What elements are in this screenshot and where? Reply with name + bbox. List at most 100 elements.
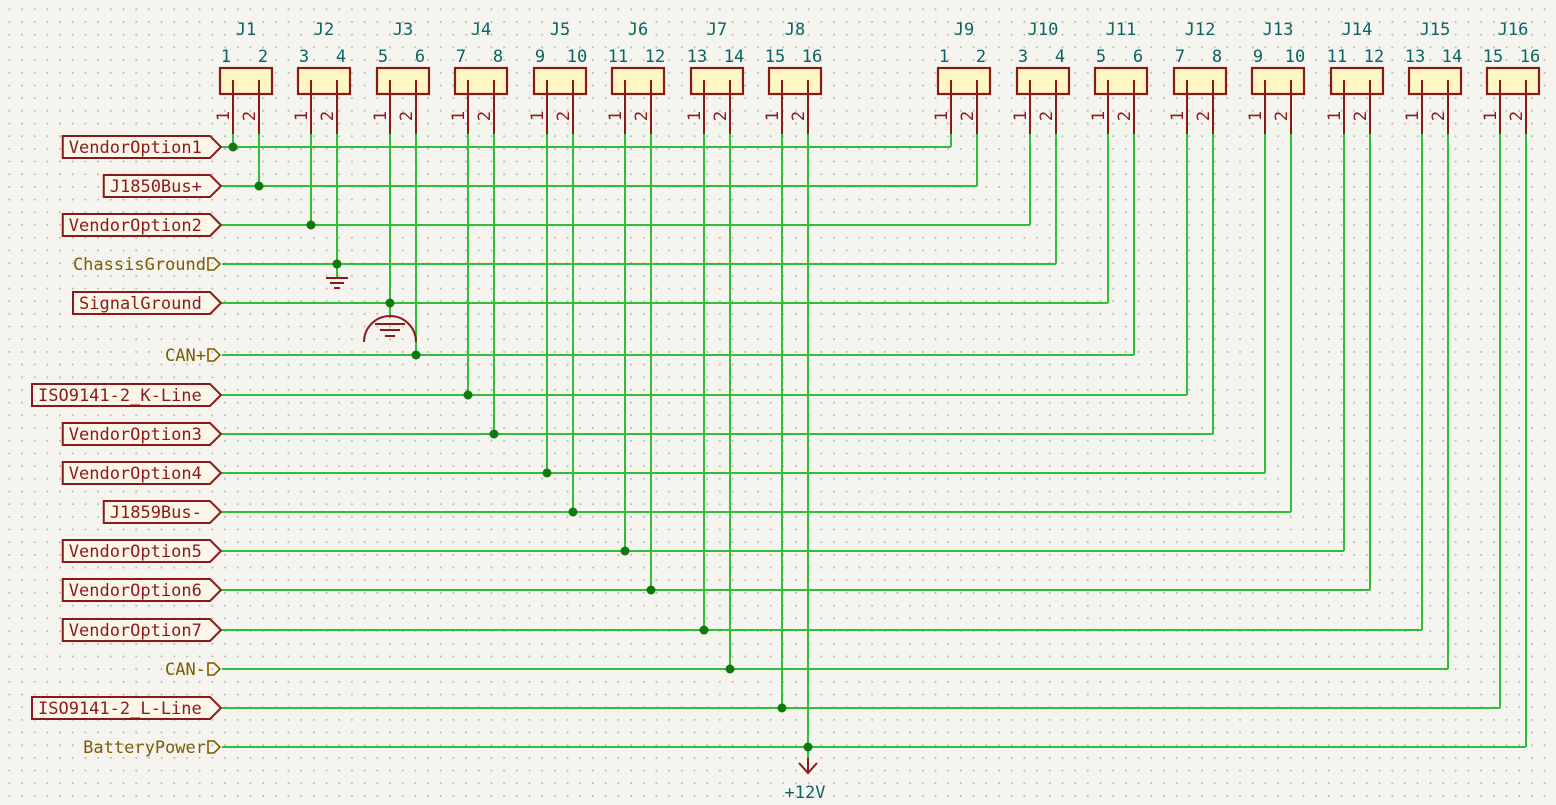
connector-ref: J7: [707, 20, 727, 40]
net-label-signalground: SignalGround: [72, 291, 223, 315]
connector-ref: J11: [1106, 20, 1137, 40]
pin-number-label: 11: [1327, 47, 1347, 67]
pin-index: 2: [318, 111, 338, 121]
junction-dot: [699, 625, 709, 635]
pin-number-label: 16: [802, 47, 822, 67]
pin-number-label: 8: [493, 47, 503, 67]
port-label-text: CAN+: [165, 346, 206, 366]
global-label-frame: [61, 578, 223, 602]
connector-ref: J9: [954, 20, 974, 40]
global-label-text: VendorOption1: [69, 138, 202, 158]
global-label-frame: [61, 135, 223, 159]
connector-body: [767, 66, 823, 96]
pin-number-label: 4: [1055, 47, 1065, 67]
global-label-frame: [102, 174, 223, 198]
junction-dot: [411, 350, 421, 360]
pin-index: 1: [1089, 111, 1109, 121]
pin-number-label: 8: [1212, 47, 1222, 67]
connector-body: [1093, 66, 1149, 96]
connector-body: [375, 66, 431, 96]
global-label-frame: [31, 383, 223, 407]
connector-body: [1329, 66, 1385, 96]
pin-index: 1: [214, 111, 234, 121]
pin-index: 2: [1351, 111, 1371, 121]
pin-number-label: 12: [1364, 47, 1384, 67]
global-label-text: VendorOption7: [69, 621, 202, 641]
pin-index: 2: [1115, 111, 1135, 121]
pin-index: 2: [958, 111, 978, 121]
pin-number-label: 3: [299, 47, 309, 67]
net-label-iso9141-2-l-line: ISO9141-2_L-Line: [31, 696, 223, 720]
junction-dot: [385, 298, 395, 308]
pin-number-label: 11: [608, 47, 628, 67]
connector-body: [532, 66, 588, 96]
pin-number-label: 16: [1520, 47, 1540, 67]
pin-index: 2: [240, 111, 260, 121]
global-label-frame: [61, 213, 223, 237]
connector-body: [1407, 66, 1463, 96]
global-label-frame: [31, 696, 223, 720]
junction-dot: [646, 585, 656, 595]
port-arrow-icon: [207, 662, 222, 676]
global-label-frame: [61, 422, 223, 446]
junction-dot: [228, 142, 238, 152]
net-label-can-: CAN-: [165, 660, 222, 680]
pin-index: 1: [1246, 111, 1266, 121]
junction-dot: [332, 259, 342, 269]
net-label-can-: CAN+: [165, 346, 222, 366]
power-arrow-icon: +12V: [785, 758, 825, 803]
global-label-frame: [102, 500, 223, 524]
junction-dot: [306, 220, 316, 230]
connector-body: [1250, 66, 1306, 96]
global-label-text: ISO9141-2_K-Line: [38, 386, 202, 406]
pin-number-label: 14: [1442, 47, 1462, 67]
junction-dot: [542, 468, 552, 478]
net-label-iso9141-2-k-line: ISO9141-2_K-Line: [31, 383, 223, 407]
connector-body: [1485, 66, 1541, 96]
pin-index: 2: [789, 111, 809, 121]
global-label-frame: [61, 539, 223, 563]
pin-index: 2: [1272, 111, 1292, 121]
connector-ref: J8: [785, 20, 805, 40]
pin-index: 1: [932, 111, 952, 121]
connector-body: [296, 66, 352, 96]
pin-number-label: 4: [336, 47, 346, 67]
connector-body: [1015, 66, 1071, 96]
net-label-batterypower: BatteryPower: [83, 738, 222, 758]
pin-number-label: 10: [1285, 47, 1305, 67]
pin-index: 1: [1403, 111, 1423, 121]
pin-index: 1: [1011, 111, 1031, 121]
pin-number-label: 5: [1096, 47, 1106, 67]
port-label-text: ChassisGround: [73, 255, 206, 275]
pin-number-label: 13: [687, 47, 707, 67]
port-label-text: BatteryPower: [83, 738, 206, 758]
junction-dot: [725, 664, 735, 674]
port-arrow-icon: [207, 348, 222, 362]
chassis-ground-icon: [326, 277, 348, 289]
pin-index: 2: [475, 111, 495, 121]
connector-ref: J4: [471, 20, 491, 40]
global-label-text: VendorOption6: [69, 581, 202, 601]
connector-ref: J6: [628, 20, 648, 40]
pin-index: 1: [606, 111, 626, 121]
pin-number-label: 14: [724, 47, 744, 67]
global-label-text: VendorOption2: [69, 216, 202, 236]
pin-index: 2: [1429, 111, 1449, 121]
global-label-text: VendorOption5: [69, 542, 202, 562]
pin-number-label: 6: [1133, 47, 1143, 67]
pin-number-label: 6: [415, 47, 425, 67]
net-label-vendoroption5: VendorOption5: [61, 539, 223, 563]
junction-dot: [803, 742, 813, 752]
connector-ref: J5: [550, 20, 570, 40]
connector-ref: J10: [1028, 20, 1059, 40]
power-arrowhead: [798, 762, 818, 775]
pin-index: 1: [763, 111, 783, 121]
